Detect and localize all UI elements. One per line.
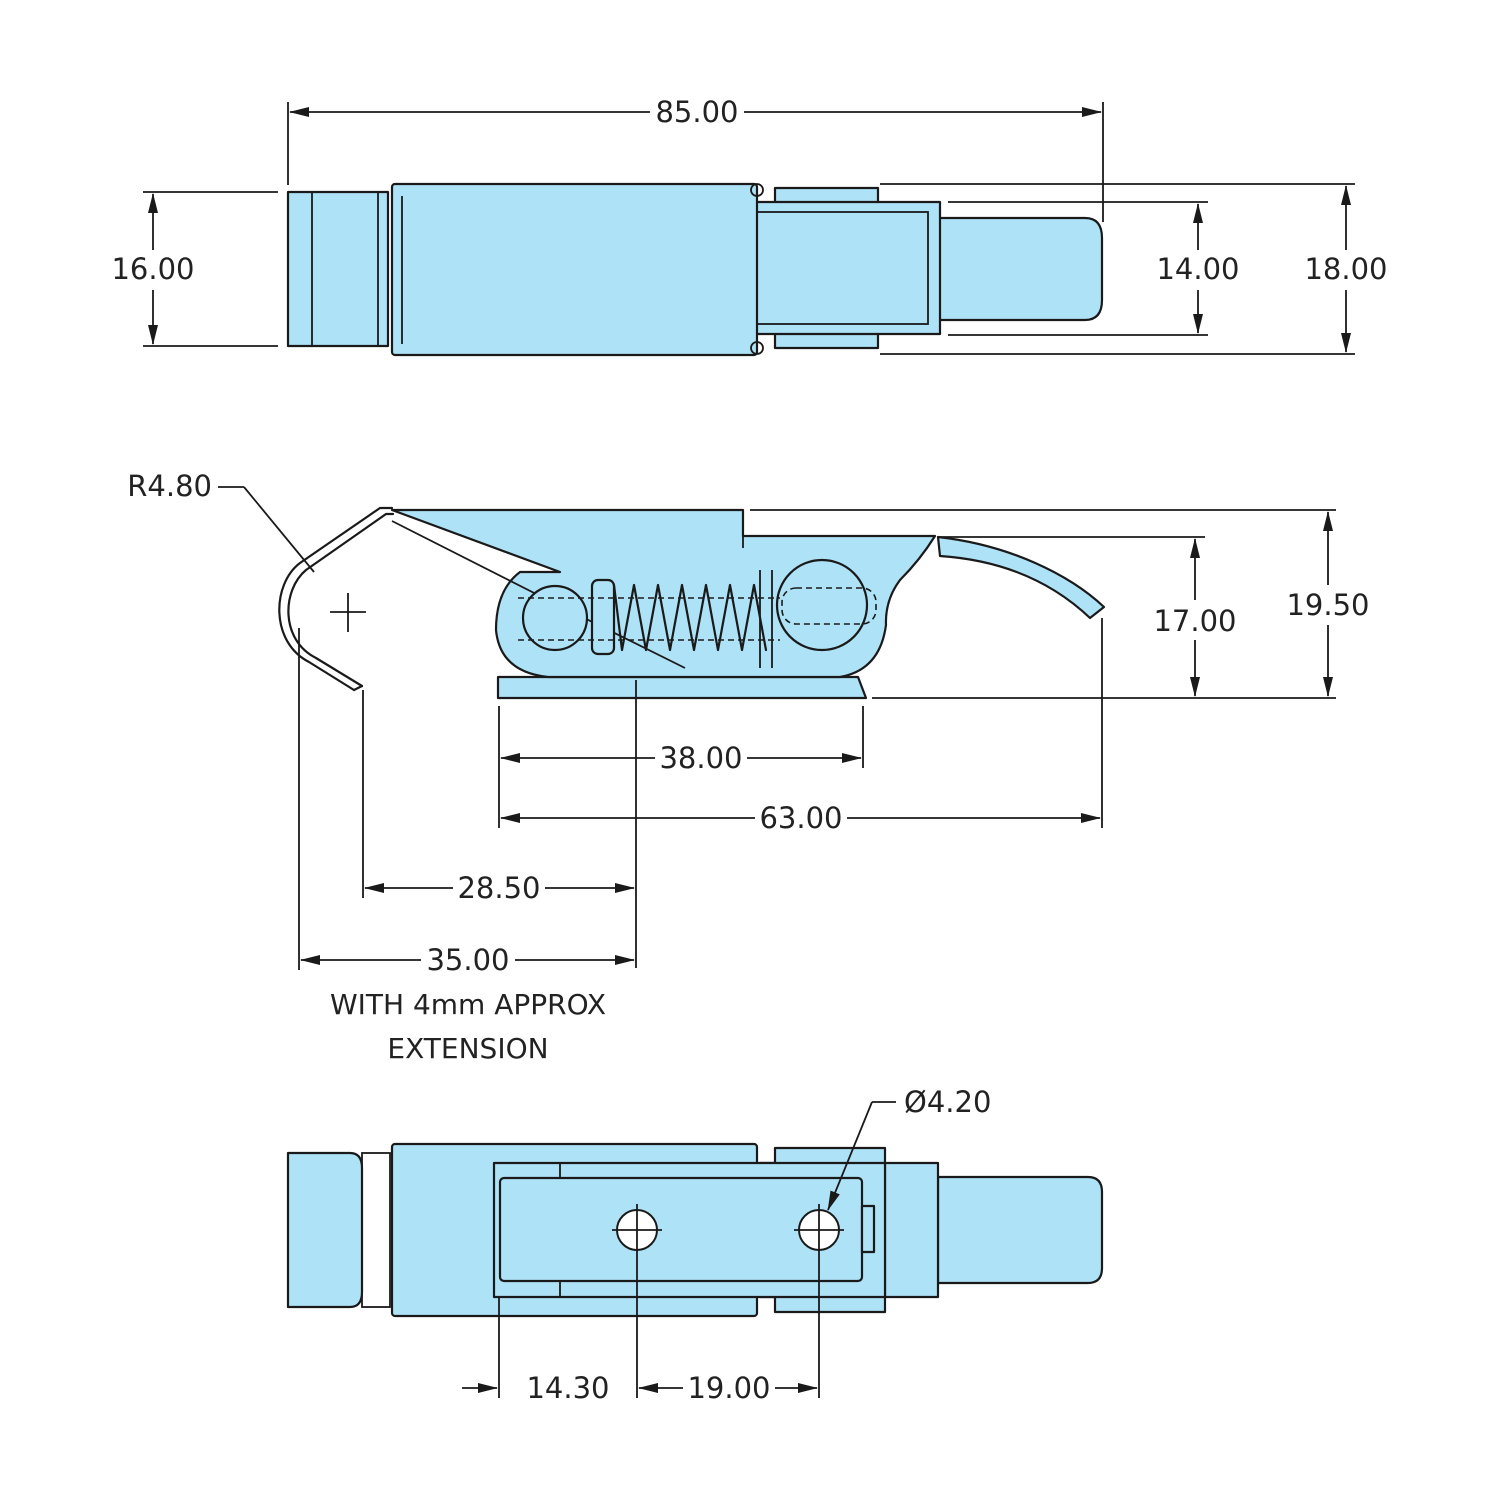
radius-leader [243,486,315,573]
dim-label-16: 16.00 [111,252,194,286]
dim-label-14-3: 14.30 [526,1371,609,1405]
side-cam-slot [781,587,877,625]
dim-label-19: 19.00 [687,1371,770,1405]
hole-leader [827,1101,873,1211]
extension-note-line1: WITH 4mm APPROX [330,988,606,1021]
top-view: 85.00 16.00 14.00 18.00 [111,95,1388,357]
top-lever-frame [740,200,942,336]
bottom-keeper-plate [286,1151,364,1309]
dim-label-28-5: 28.50 [457,871,540,905]
dim-label-38: 38.00 [659,741,742,775]
side-pin [521,584,589,652]
top-hook-tongue [936,216,1104,322]
dim-label-19-5: 19.50 [1286,588,1369,622]
dim-label-17: 17.00 [1153,604,1236,638]
dim-label-14: 14.00 [1156,252,1239,286]
bottom-view: Ø4.20 14.30 19.00 [286,1085,1104,1405]
dim-label-63: 63.00 [759,801,842,835]
side-spring-coil [612,583,768,652]
top-main-body [390,182,759,357]
bottom-hook-tongue [936,1175,1104,1285]
side-base-plate [496,675,868,700]
side-view: R4.80 17.00 19.50 [127,469,1369,1065]
dim-label-35: 35.00 [426,943,509,977]
side-keeper-curl [287,512,395,688]
hole-diameter-label: Ø4.20 [904,1085,991,1119]
side-cam-circle [775,558,869,652]
side-hook-arm [936,535,1106,620]
dim-label-18: 18.00 [1304,252,1387,286]
radius-label: R4.80 [127,469,212,503]
extension-note-line2: EXTENSION [387,1032,548,1065]
side-spring-rod [590,578,616,656]
dim-label-85: 85.00 [655,95,738,129]
top-keeper-plate [286,190,390,348]
